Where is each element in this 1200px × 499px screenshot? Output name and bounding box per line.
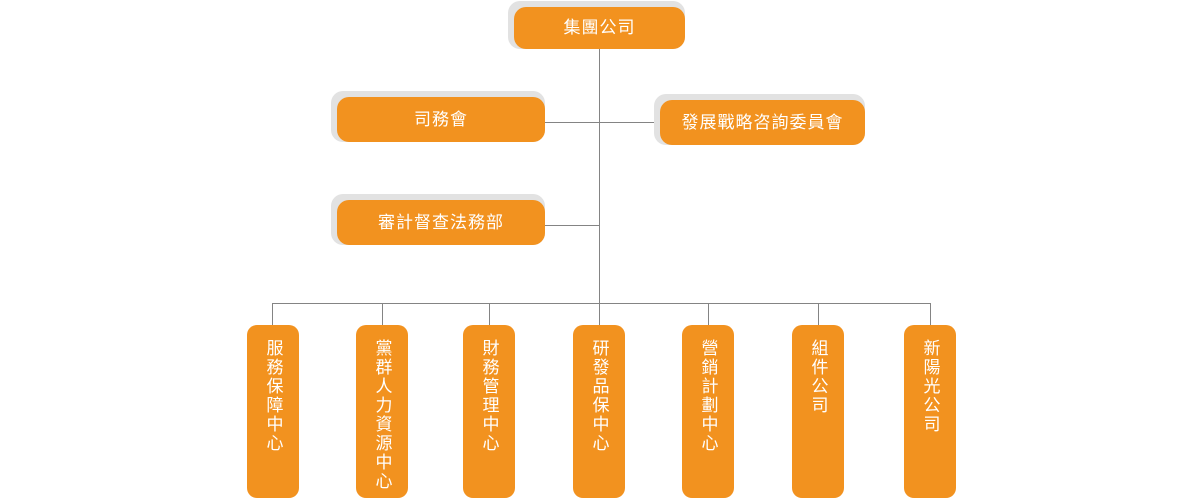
connector-drop-3 <box>489 303 490 325</box>
connector-row2-horizontal <box>545 122 655 123</box>
node-label: 組件公司 <box>808 339 828 415</box>
node-staff-development-strategy-advisory-committee[interactable]: 發展戰略咨詢委員會 <box>654 94 865 145</box>
node-division-module-company[interactable]: 組件公司 <box>792 325 844 498</box>
node-label: 發展戰略咨詢委員會 <box>681 112 844 132</box>
node-body: 黨群人力資源中心 <box>356 325 408 498</box>
node-body: 新陽光公司 <box>904 325 956 498</box>
node-division-rnd-quality-assurance-center[interactable]: 研發品保中心 <box>573 325 625 498</box>
node-division-party-hr-resources-center[interactable]: 黨群人力資源中心 <box>356 325 408 498</box>
node-label: 黨群人力資源中心 <box>372 339 392 491</box>
node-label: 營銷計劃中心 <box>698 339 718 453</box>
connector-trunk-vertical <box>599 49 600 303</box>
node-body: 審計督查法務部 <box>337 200 545 245</box>
node-division-service-support-center[interactable]: 服務保障中心 <box>247 325 299 498</box>
node-division-new-sunshine-company[interactable]: 新陽光公司 <box>904 325 956 498</box>
node-label: 審計督查法務部 <box>378 212 504 232</box>
node-body: 組件公司 <box>792 325 844 498</box>
connector-drop-2 <box>382 303 383 325</box>
node-body: 司務會 <box>337 97 545 142</box>
node-body: 發展戰略咨詢委員會 <box>660 100 865 145</box>
connector-drop-6 <box>818 303 819 325</box>
connector-drop-1 <box>272 303 273 325</box>
node-body: 營銷計劃中心 <box>682 325 734 498</box>
connector-drop-7 <box>930 303 931 325</box>
node-label: 集團公司 <box>563 18 636 38</box>
node-label: 司務會 <box>414 109 468 129</box>
connector-row3-horizontal <box>545 225 600 226</box>
node-body: 服務保障中心 <box>247 325 299 498</box>
node-body: 研發品保中心 <box>573 325 625 498</box>
node-body: 集團公司 <box>514 7 685 49</box>
node-label: 新陽光公司 <box>920 339 940 434</box>
node-staff-si-wu-hui[interactable]: 司務會 <box>331 91 545 142</box>
node-label: 研發品保中心 <box>589 339 609 453</box>
connector-drop-5 <box>708 303 709 325</box>
node-staff-audit-supervision-legal-department[interactable]: 審計督查法務部 <box>331 194 545 245</box>
connector-division-bus <box>272 303 931 304</box>
node-root-group-company[interactable]: 集團公司 <box>508 1 685 49</box>
node-division-financial-management-center[interactable]: 財務管理中心 <box>463 325 515 498</box>
node-label: 服務保障中心 <box>263 339 283 453</box>
node-label: 財務管理中心 <box>479 339 499 453</box>
node-division-marketing-planning-center[interactable]: 營銷計劃中心 <box>682 325 734 498</box>
connector-drop-4 <box>599 303 600 325</box>
node-body: 財務管理中心 <box>463 325 515 498</box>
